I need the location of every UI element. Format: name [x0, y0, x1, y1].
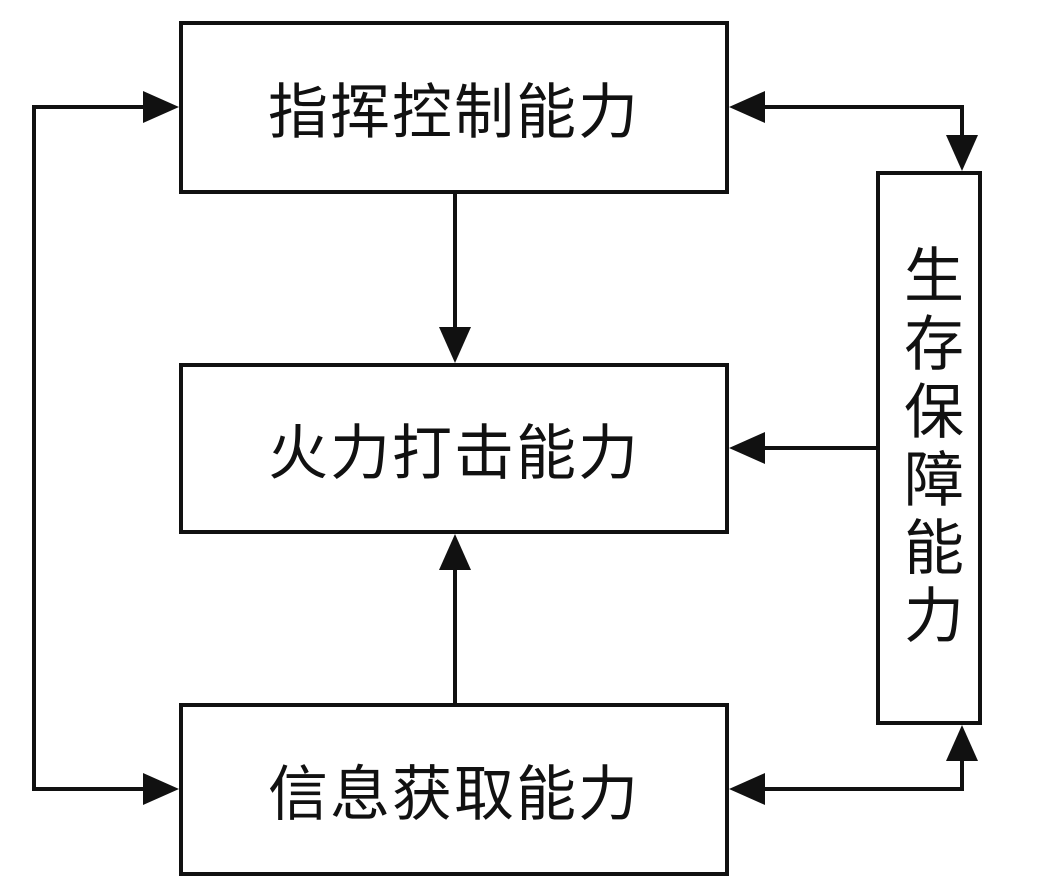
command-survival-link-line	[755, 105, 964, 146]
arrowhead-into-info-left	[143, 773, 179, 805]
left-link-line	[32, 105, 170, 791]
fire-strike-label: 火力打击能力	[268, 419, 640, 489]
command-control-box: 指挥控制能力	[179, 21, 729, 194]
arrowhead-into-command-right	[729, 91, 765, 123]
fire-strike-box: 火力打击能力	[179, 363, 729, 534]
arrowhead-into-survival-bottom	[946, 725, 978, 761]
info-acquisition-box: 信息获取能力	[179, 703, 729, 876]
arrowhead-into-fire-bottom	[439, 534, 471, 570]
survival-support-box: 生存保障能力	[876, 171, 982, 725]
arrowhead-into-command-left	[143, 91, 179, 123]
info-survival-link-line	[755, 750, 964, 791]
arrowhead-into-fire-top	[439, 327, 471, 363]
survival-support-label: 生存保障能力	[893, 244, 964, 652]
info-acquisition-label: 信息获取能力	[268, 760, 640, 830]
arrowhead-into-info-right	[729, 773, 765, 805]
arrowhead-into-fire-right	[729, 432, 765, 464]
arrowhead-into-survival-top	[946, 135, 978, 171]
command-control-label: 指挥控制能力	[268, 78, 640, 148]
